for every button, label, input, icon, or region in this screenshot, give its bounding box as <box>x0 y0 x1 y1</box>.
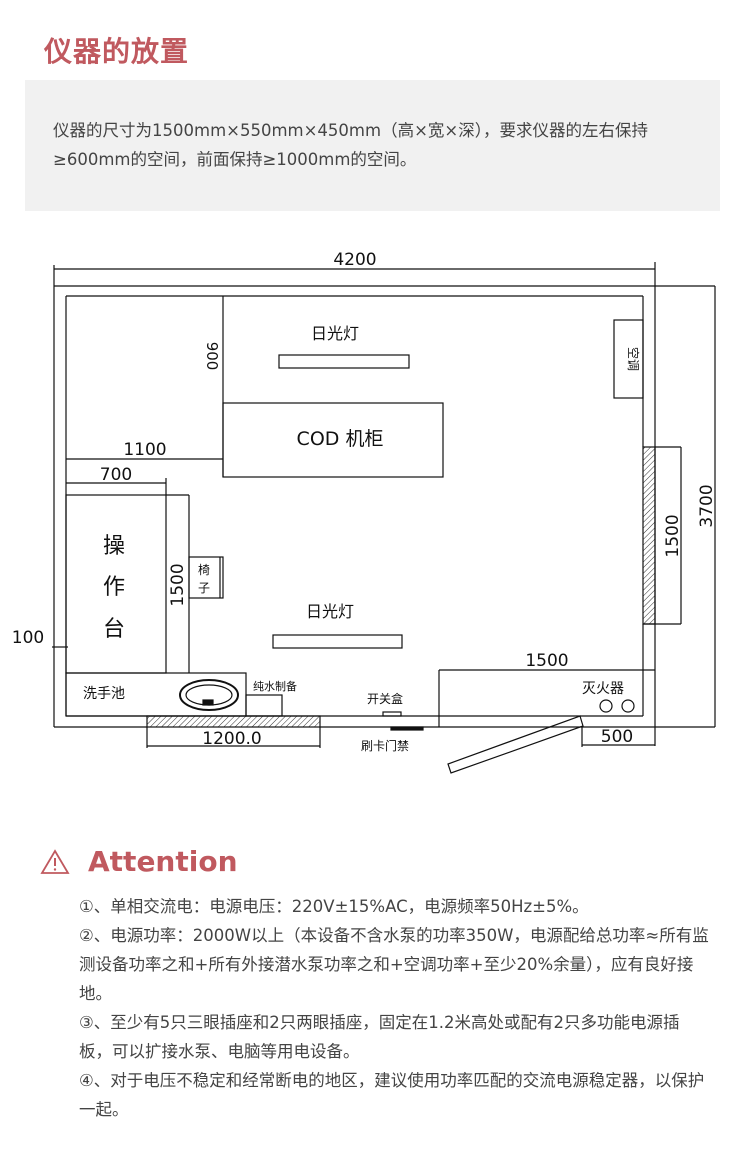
attention-title: Attention <box>88 845 238 878</box>
svg-text:3700: 3700 <box>697 484 717 527</box>
svg-text:操: 操 <box>103 534 125 559</box>
svg-text:椅: 椅 <box>198 563 210 577</box>
svg-text:台: 台 <box>103 617 125 642</box>
air-conditioner-label: 空调 <box>626 347 640 371</box>
door <box>447 715 584 774</box>
air-conditioner <box>613 319 644 399</box>
intro-text: 仪器的尺寸为1500mm×550mm×450mm（高×宽×深），要求仪器的左右保… <box>53 121 648 169</box>
outer-wall <box>53 285 715 728</box>
attention-item: ②、电源功率：2000W以上（本设备不含水泵的功率350W，电源配给总功率≈所有… <box>79 926 709 1003</box>
floor-plan-diagram: 4200 3700 1500 <box>0 240 750 780</box>
attention-item: ④、对于电压不稳定和经常断电的地区，建议使用功率匹配的交流电源稳定器，以保护一起… <box>79 1071 705 1119</box>
sink-label: 洗手池 <box>83 686 125 702</box>
access-control-label: 刷卡门禁 <box>361 738 409 753</box>
fluorescent-light-bottom <box>272 634 403 649</box>
switch-box-label: 开关盒 <box>367 691 403 706</box>
svg-text:作: 作 <box>103 575 125 600</box>
svg-text:1500: 1500 <box>663 514 683 557</box>
svg-text:900: 900 <box>203 342 221 371</box>
cod-cabinet-label: COD 机柜 <box>297 428 384 450</box>
warning-triangle-icon <box>40 848 70 874</box>
attention-list: ①、单相交流电：电源电压：220V±15%AC，电源频率50Hz±5%。 ②、电… <box>79 892 711 1124</box>
svg-text:1100: 1100 <box>123 440 166 460</box>
light-label-top: 日光灯 <box>311 324 359 343</box>
pure-water-unit <box>245 694 283 717</box>
svg-text:1200.0: 1200.0 <box>202 729 261 749</box>
sink-basin <box>179 679 239 711</box>
dim-front-zone: 1500 <box>438 651 655 727</box>
dim-sink-window: 1200.0 <box>146 727 321 749</box>
dim-workbench-length: 1500 <box>166 494 190 673</box>
access-control-reader <box>390 726 424 731</box>
attention-item: ③、至少有5只三眼插座和2只两眼插座，固定在1.2米高处或配有2只多功能电源插板… <box>79 1013 680 1061</box>
switch-box <box>382 711 402 717</box>
svg-text:子: 子 <box>198 581 210 595</box>
dim-window-right: 1500 <box>643 446 683 625</box>
page-title: 仪器的放置 <box>44 35 190 68</box>
intro-box: 仪器的尺寸为1500mm×550mm×450mm（高×宽×深），要求仪器的左右保… <box>25 80 720 211</box>
right-window <box>642 446 656 625</box>
fluorescent-light-top <box>278 354 410 369</box>
pure-water-label: 纯水制备 <box>253 679 297 693</box>
svg-text:1500: 1500 <box>525 651 568 671</box>
svg-text:700: 700 <box>100 465 132 485</box>
dim-wall-gap: 100 <box>12 628 44 648</box>
dim-door-width: 500 <box>581 727 655 747</box>
dim-workbench-width: 700 <box>66 465 167 495</box>
extinguisher-label: 灭火器 <box>582 681 624 697</box>
svg-text:1500: 1500 <box>168 563 188 606</box>
svg-text:4200: 4200 <box>333 250 376 270</box>
bottom-window <box>146 715 321 728</box>
svg-text:500: 500 <box>601 727 633 747</box>
extinguisher-2 <box>621 699 635 713</box>
dim-left-zone: 1100 <box>66 403 224 477</box>
attention-header: Attention <box>40 845 238 878</box>
chair <box>188 556 224 599</box>
extinguisher-1 <box>599 699 613 713</box>
light-label-bottom: 日光灯 <box>306 602 354 621</box>
attention-item: ①、单相交流电：电源电压：220V±15%AC，电源频率50Hz±5%。 <box>79 897 589 916</box>
dim-total-depth: 3700 <box>697 286 717 727</box>
